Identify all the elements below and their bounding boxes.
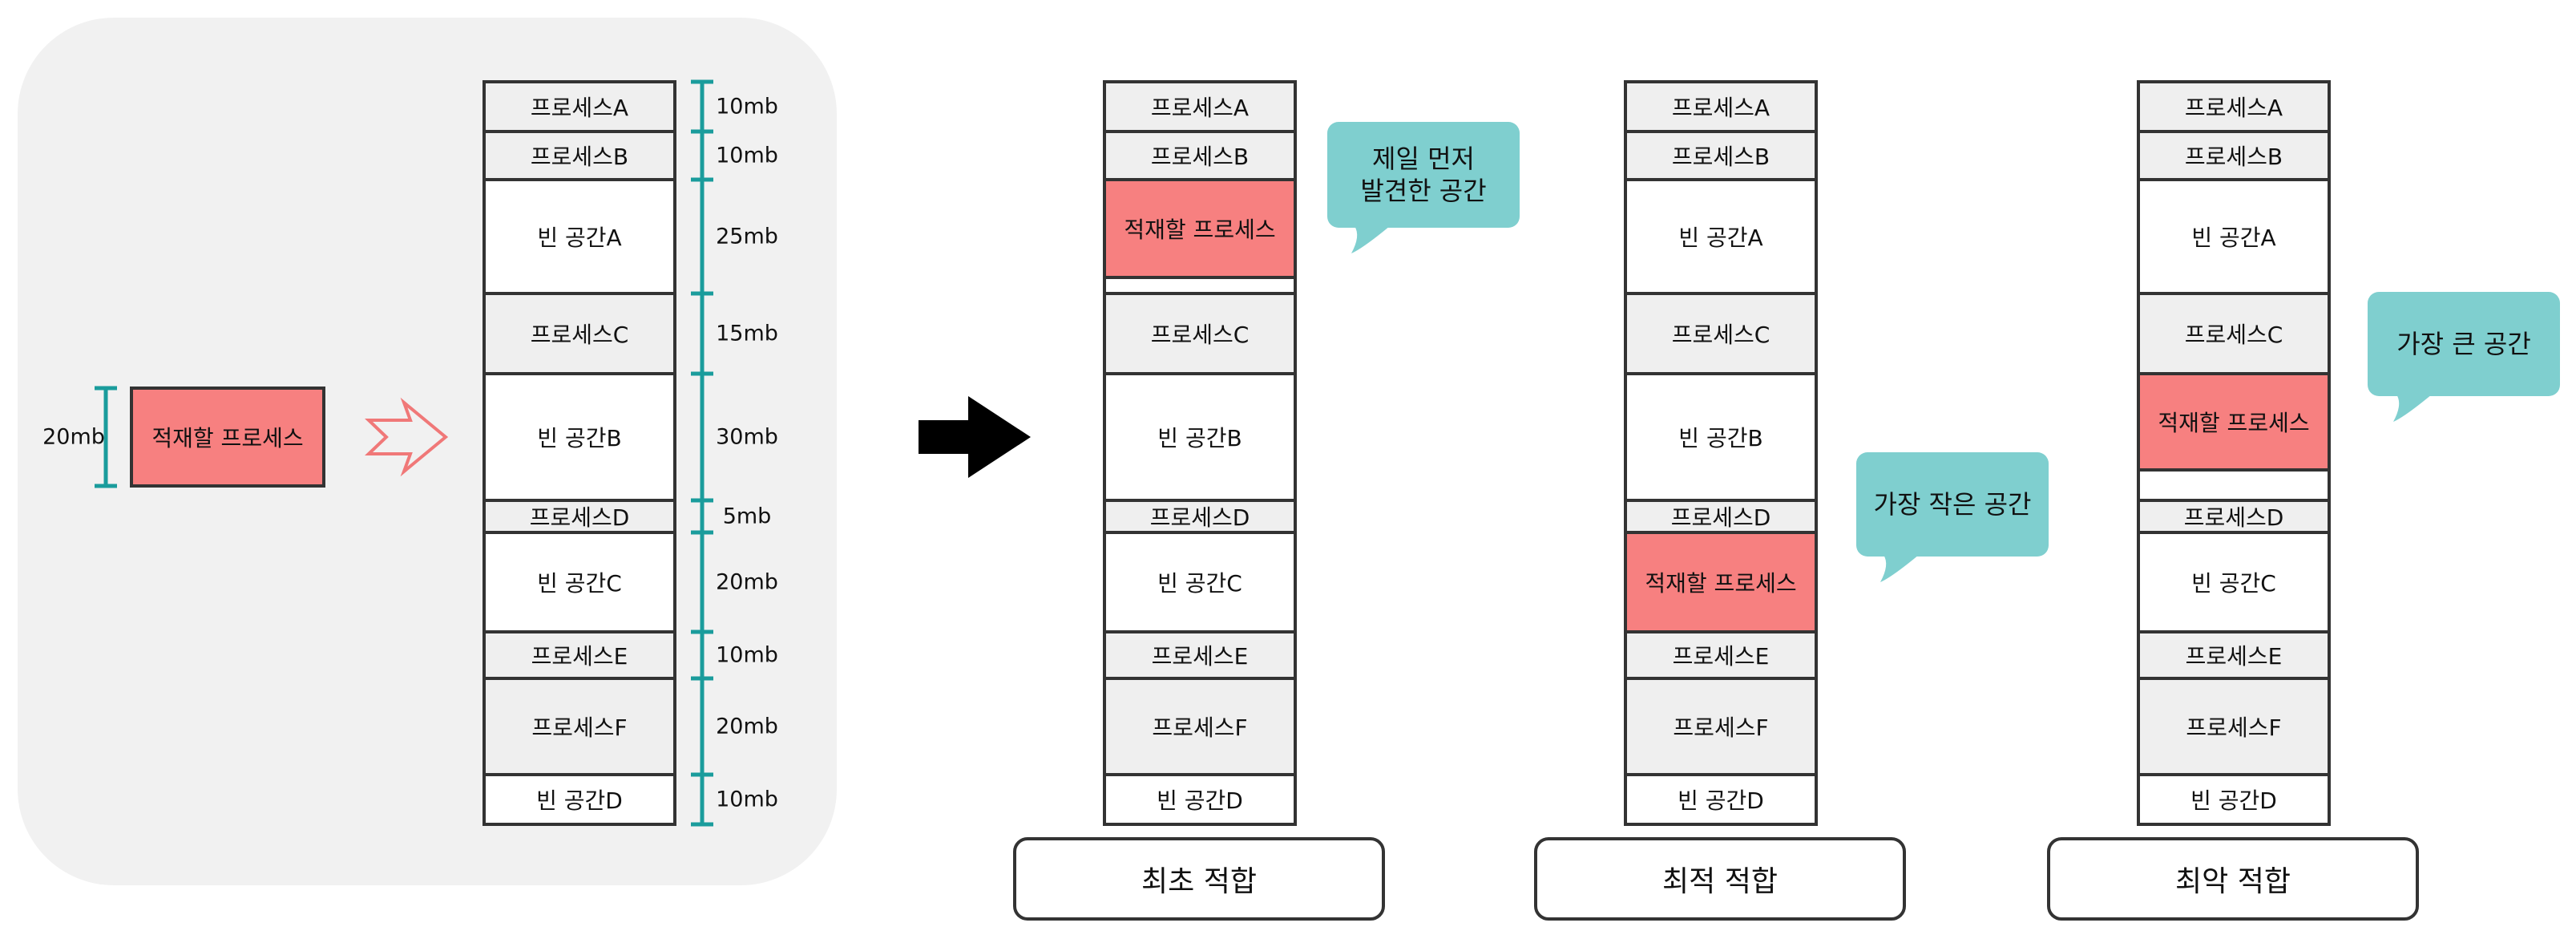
original-block-프로세스B: 프로세스B: [482, 130, 676, 181]
strategy-2-speech-bubble: 가장 작은 공간: [1856, 452, 2049, 557]
strategy-1-block-빈-공간B: 빈 공간B: [1103, 372, 1297, 502]
size-label: 20mb: [716, 714, 778, 739]
strategy-1-block-프로세스B: 프로세스B: [1103, 130, 1297, 181]
size-label: 20mb: [716, 569, 778, 595]
pink-chevron-arrow-icon: [365, 397, 449, 477]
incoming-size-label: 20mb: [42, 424, 105, 450]
strategy-3-caption: 최악 적합: [2047, 837, 2419, 921]
strategy-1-caption: 최초 적합: [1013, 837, 1385, 921]
strategy-3-block-프로세스B: 프로세스B: [2137, 130, 2331, 181]
strategy-2-block-빈-공간D: 빈 공간D: [1624, 773, 1818, 826]
original-block-프로세스F: 프로세스F: [482, 677, 676, 776]
strategy-1-block-프로세스C: 프로세스C: [1103, 292, 1297, 375]
strategy-2-caption: 최적 적합: [1534, 837, 1906, 921]
black-right-arrow-icon: [919, 396, 1031, 478]
strategy-3-block-빈-공간A: 빈 공간A: [2137, 178, 2331, 295]
speech-bubble-tail-icon: [1351, 226, 1390, 253]
incoming-process-block: 적재할 프로세스: [130, 387, 325, 488]
size-label: 10mb: [716, 143, 778, 168]
strategy-2-block-빈-공간A: 빈 공간A: [1624, 178, 1818, 295]
strategy-3-block-프로세스C: 프로세스C: [2137, 292, 2331, 375]
strategy-1-block-빈-공간D: 빈 공간D: [1103, 773, 1297, 826]
strategy-1-block-적재할-프로세스: 적재할 프로세스: [1103, 178, 1297, 279]
strategy-1-block-프로세스A: 프로세스A: [1103, 80, 1297, 133]
speech-bubble-tail-icon: [1880, 555, 1919, 582]
strategy-2-block-프로세스F: 프로세스F: [1624, 677, 1818, 776]
size-label: 15mb: [716, 321, 778, 346]
strategy-3-speech-bubble: 가장 큰 공간: [2368, 292, 2560, 396]
strategy-1-speech-bubble: 제일 먼저 발견한 공간: [1327, 122, 1520, 228]
size-label: 25mb: [716, 224, 778, 249]
speech-bubble-tail-icon: [2393, 395, 2432, 422]
original-block-빈-공간D: 빈 공간D: [482, 773, 676, 826]
strategy-2-block-프로세스E: 프로세스E: [1624, 630, 1818, 680]
original-block-프로세스A: 프로세스A: [482, 80, 676, 133]
strategy-3-block-빈-공간D: 빈 공간D: [2137, 773, 2331, 826]
original-block-빈-공간A: 빈 공간A: [482, 178, 676, 295]
size-label: 10mb: [716, 787, 778, 812]
size-label: 10mb: [716, 94, 778, 119]
size-label: 5mb: [722, 504, 772, 529]
strategy-1-block-프로세스F: 프로세스F: [1103, 677, 1297, 776]
size-label: 30mb: [716, 424, 778, 450]
size-label: 10mb: [716, 642, 778, 668]
original-block-빈-공간B: 빈 공간B: [482, 372, 676, 502]
original-block-프로세스D: 프로세스D: [482, 499, 676, 534]
strategy-2-block-프로세스C: 프로세스C: [1624, 292, 1818, 375]
strategy-1-block-빈-공간C: 빈 공간C: [1103, 531, 1297, 633]
